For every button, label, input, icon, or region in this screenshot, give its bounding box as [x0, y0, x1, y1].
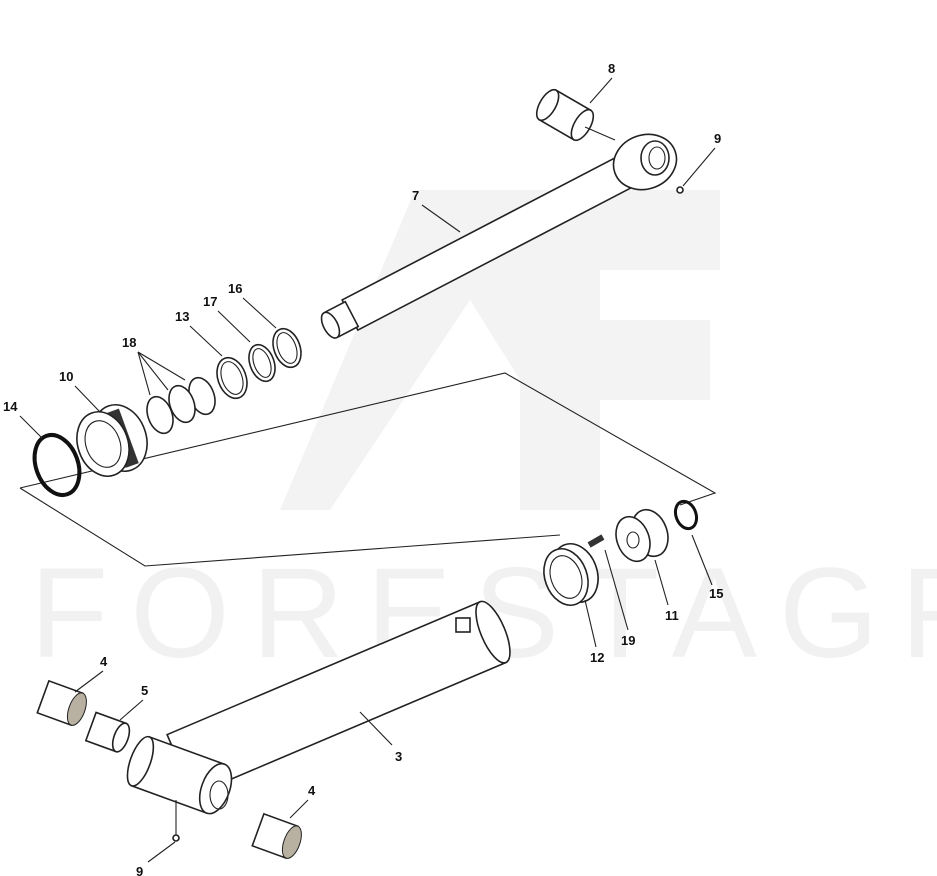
part-label-14: 14 — [3, 399, 18, 414]
piston — [615, 508, 669, 563]
part-label-15: 15 — [709, 586, 724, 601]
seal — [543, 543, 599, 606]
part-label-9: 9 — [136, 864, 144, 876]
set-screw — [587, 534, 605, 548]
piston-rod — [320, 133, 678, 339]
assembly-outline — [19, 372, 717, 506]
grease-fitting — [172, 834, 180, 842]
part-label-4: 4 — [100, 654, 108, 669]
part-label-17: 17 — [203, 294, 218, 309]
part-label-12: 12 — [590, 650, 605, 665]
watermark-logo — [280, 190, 720, 510]
part-label-11: 11 — [665, 608, 679, 623]
part-label-19: 19 — [621, 633, 636, 648]
seal-rings — [146, 327, 302, 435]
o-ring — [32, 432, 82, 498]
part-label-18: 18 — [122, 335, 137, 350]
part-label-13: 13 — [175, 309, 190, 324]
grease-fitting — [676, 186, 684, 194]
part-label-16: 16 — [228, 281, 243, 296]
part-label-5: 5 — [141, 683, 149, 698]
part-label-7: 7 — [412, 188, 420, 203]
part-label-10: 10 — [59, 369, 74, 384]
rod-eye-bushing — [535, 88, 616, 142]
part-label-8: 8 — [608, 61, 616, 76]
part-label-3: 3 — [395, 749, 403, 764]
leader-lines — [19, 77, 716, 863]
cylinder-barrel — [126, 600, 511, 815]
gland — [76, 404, 148, 477]
o-ring — [673, 499, 699, 531]
part-label-9: 9 — [714, 131, 722, 146]
part-label-4: 4 — [308, 783, 316, 798]
bushings — [36, 679, 302, 860]
